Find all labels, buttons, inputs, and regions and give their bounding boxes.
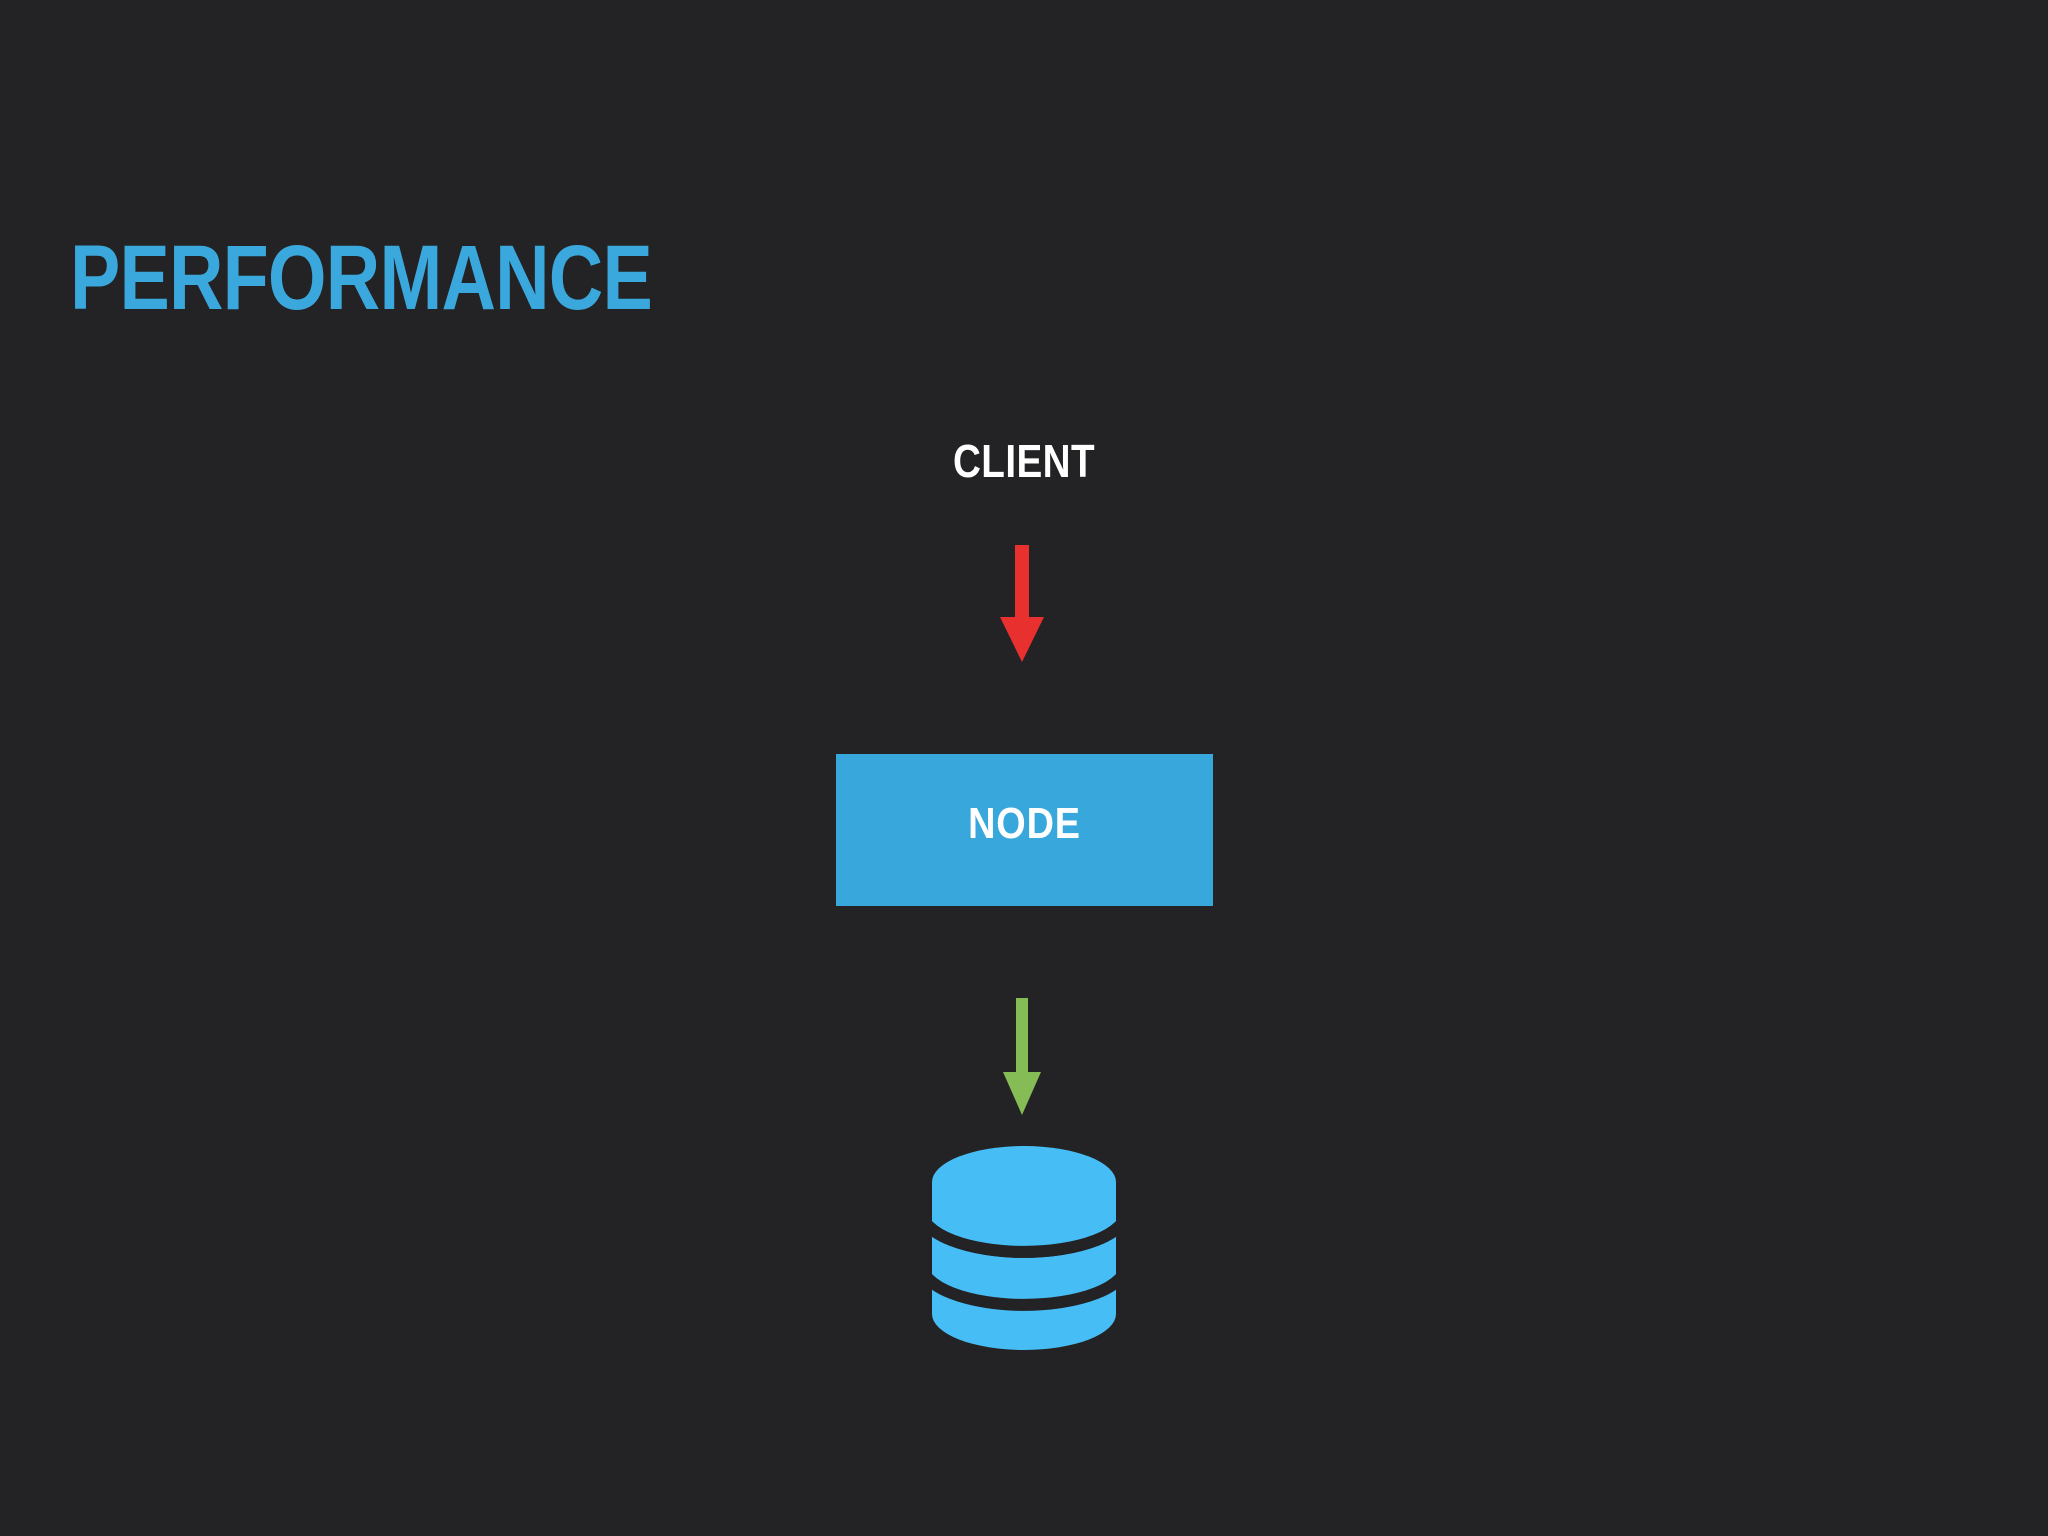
diagram-node-client: CLIENT (952, 435, 1096, 487)
database-icon (932, 1146, 1116, 1350)
arrow-down-red-icon (1000, 545, 1044, 662)
page-title: PERFORMANCE (70, 227, 653, 329)
diagram-node-node: NODE (836, 754, 1213, 906)
diagram-node-node-label: NODE (968, 799, 1081, 848)
arrow-down-green-icon (1003, 998, 1041, 1115)
